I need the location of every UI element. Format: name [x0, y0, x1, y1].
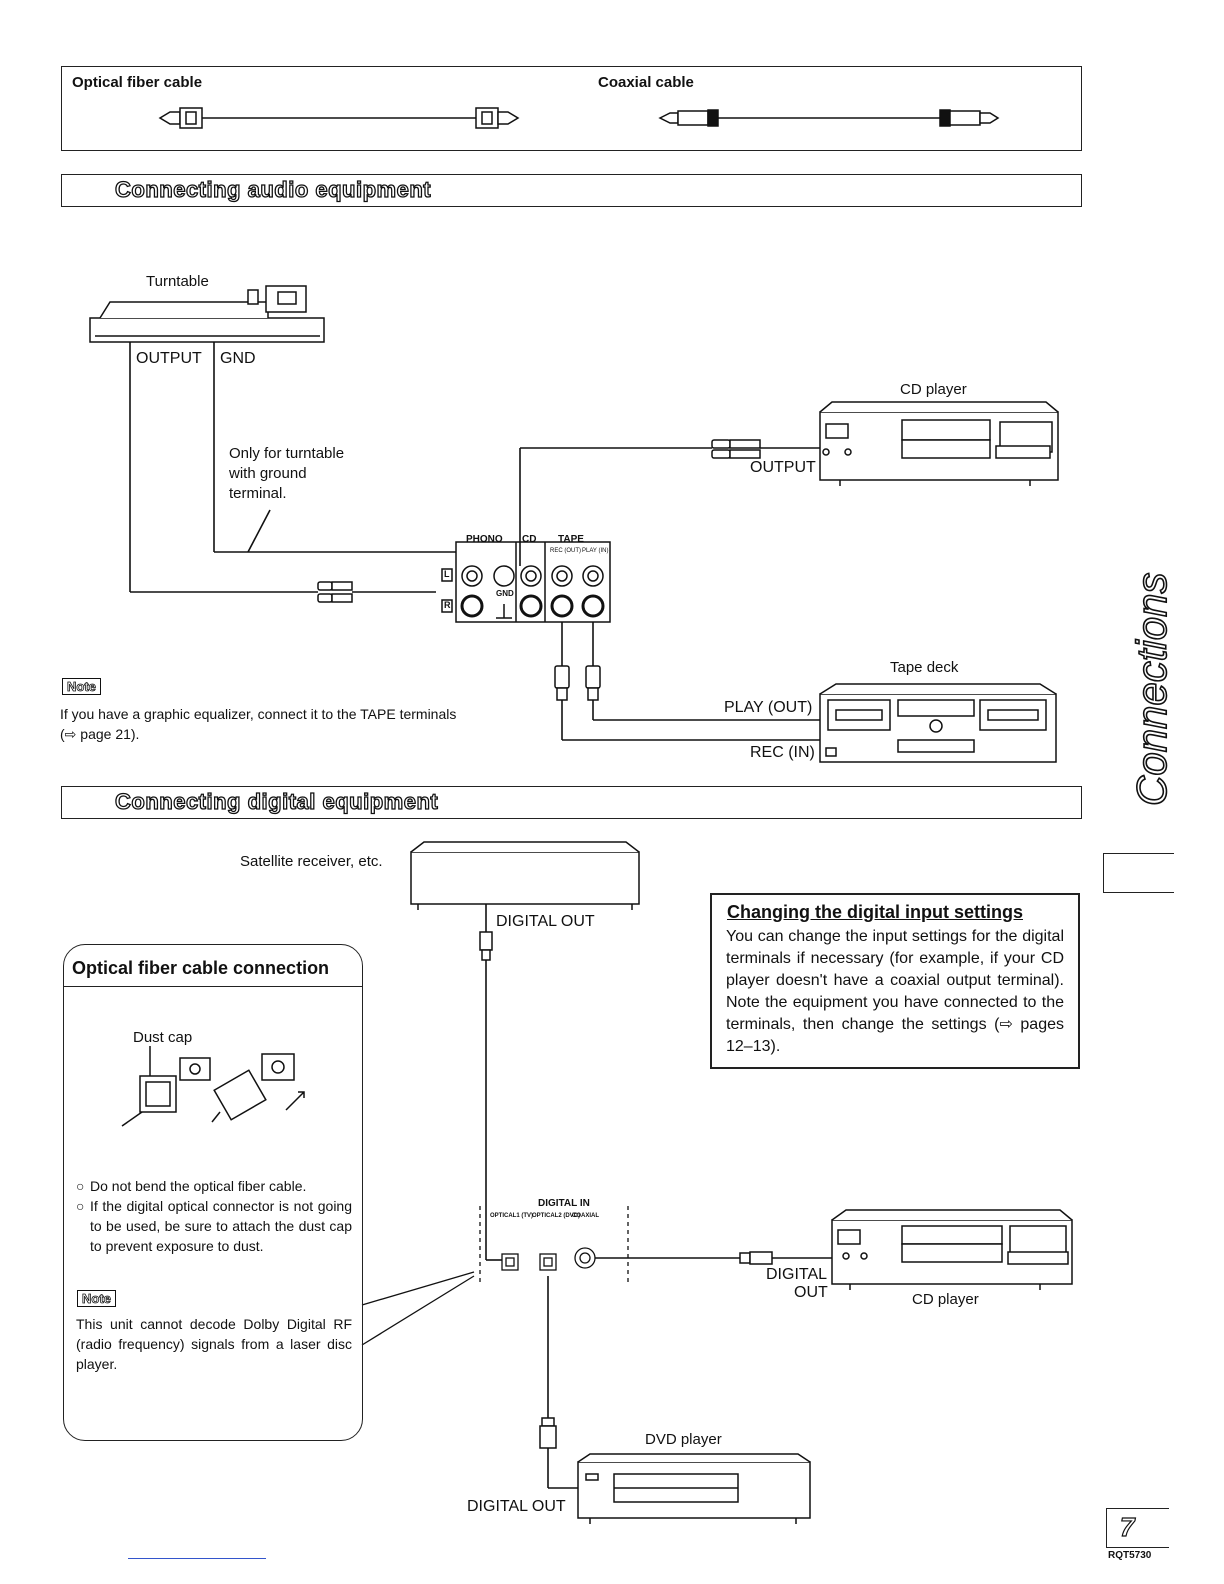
settings-text: You can change the input settings for th…: [726, 928, 1064, 1055]
dust-cap-label: Dust cap: [133, 1029, 193, 1046]
side-tab-marker: [1103, 853, 1174, 893]
dvd-digital-out-label: DIGITAL OUT: [467, 1498, 566, 1515]
rec-in-label: REC (IN): [750, 744, 815, 761]
left-channel-label: L: [444, 569, 450, 579]
audio-note-line2: (⇨ page 21).: [60, 726, 140, 742]
digital-note-badge: Note: [77, 1290, 116, 1307]
turntable-label: Turntable: [146, 273, 209, 290]
page-number-box: [1106, 1508, 1169, 1548]
digital-section-header: [61, 786, 1082, 819]
cd-player-digital-label: CD player: [912, 1291, 979, 1308]
turntable-icon: [89, 285, 325, 343]
cd-player-icon: [819, 401, 1059, 486]
audio-section-title: Connecting audio equipment: [114, 176, 432, 202]
turntable-output-label: OUTPUT: [136, 350, 202, 367]
optical-title-underline: [63, 986, 363, 987]
phono-terminal-label: PHONO: [466, 534, 503, 545]
dvd-player-icon: [577, 1453, 811, 1524]
cd-digital-out-line1: DIGITAL: [766, 1266, 828, 1283]
settings-box: [710, 893, 1080, 1069]
optical-cable-icon: [158, 107, 520, 129]
rca-plug-icon: [317, 581, 353, 603]
cd-digital-out-line2: OUT: [794, 1284, 828, 1301]
play-out-label: PLAY (OUT): [724, 699, 813, 716]
bullet-item: ○Do not bend the optical fiber cable.: [76, 1178, 307, 1194]
coaxial-label: COAXIAL: [572, 1213, 599, 1219]
optical-bullet-list: ○Do not bend the optical fiber cable. ○I…: [76, 1176, 352, 1256]
doc-code: RQT5730: [1108, 1550, 1152, 1561]
play-in-terminal-label: PLAY (IN): [582, 548, 609, 554]
digital-note-text: This unit cannot decode Dolby Digital RF…: [76, 1316, 352, 1372]
audio-note-line1: If you have a graphic equalizer, connect…: [60, 706, 457, 722]
bottom-rule: [128, 1558, 266, 1559]
ground-note-line2: with ground: [229, 465, 307, 482]
gnd-terminal-label: GND: [496, 589, 514, 598]
turntable-gnd-label: GND: [220, 350, 256, 367]
cd-player-label: CD player: [900, 381, 967, 398]
optical1-label: OPTICAL1 (TV): [490, 1213, 533, 1219]
coaxial-cable-icon: [658, 109, 1000, 127]
dust-cap-illustration: [121, 1046, 305, 1127]
ground-note-line3: terminal.: [229, 485, 287, 502]
coaxial-cable-label: Coaxial cable: [598, 74, 694, 91]
cable-legend-box: [61, 66, 1082, 151]
audio-section-header: [61, 174, 1082, 207]
optical-connection-title: Optical fiber cable connection: [72, 958, 330, 978]
tape-terminal-label: TAPE: [558, 534, 584, 545]
optical-cable-label: Optical fiber cable: [72, 74, 203, 91]
optical2-label: OPTICAL2 (DVD): [532, 1213, 580, 1219]
tape-deck-icon: [819, 683, 1057, 763]
digital-section-title: Connecting digital equipment: [114, 788, 439, 814]
right-channel-label: R: [444, 600, 451, 610]
tape-deck-label: Tape deck: [890, 659, 959, 676]
rec-out-terminal-label: REC (OUT): [550, 548, 581, 554]
audio-note-badge: Note: [62, 678, 101, 695]
satellite-label: Satellite receiver, etc.: [240, 853, 383, 870]
optical-connection-box: [63, 944, 363, 1441]
cd-terminal-label: CD: [522, 534, 537, 545]
bullet-item: ○If the digital optical connector is not…: [76, 1198, 352, 1254]
connections-side-tab: Connections: [1127, 572, 1176, 807]
ground-note-line1: Only for turntable: [229, 445, 345, 462]
settings-title: Changing the digital input settings: [727, 902, 1023, 922]
dvd-player-label: DVD player: [645, 1431, 722, 1448]
satellite-digital-out-label: DIGITAL OUT: [496, 913, 595, 930]
digital-in-label: DIGITAL IN: [538, 1198, 590, 1209]
cd-player-digital-icon: [831, 1209, 1073, 1290]
page-number: 7: [1119, 1511, 1135, 1542]
cd-output-label: OUTPUT: [750, 459, 816, 476]
amplifier-terminal-panel: [441, 541, 611, 623]
digital-in-panel: [479, 1206, 629, 1286]
satellite-receiver-icon: [410, 841, 640, 910]
